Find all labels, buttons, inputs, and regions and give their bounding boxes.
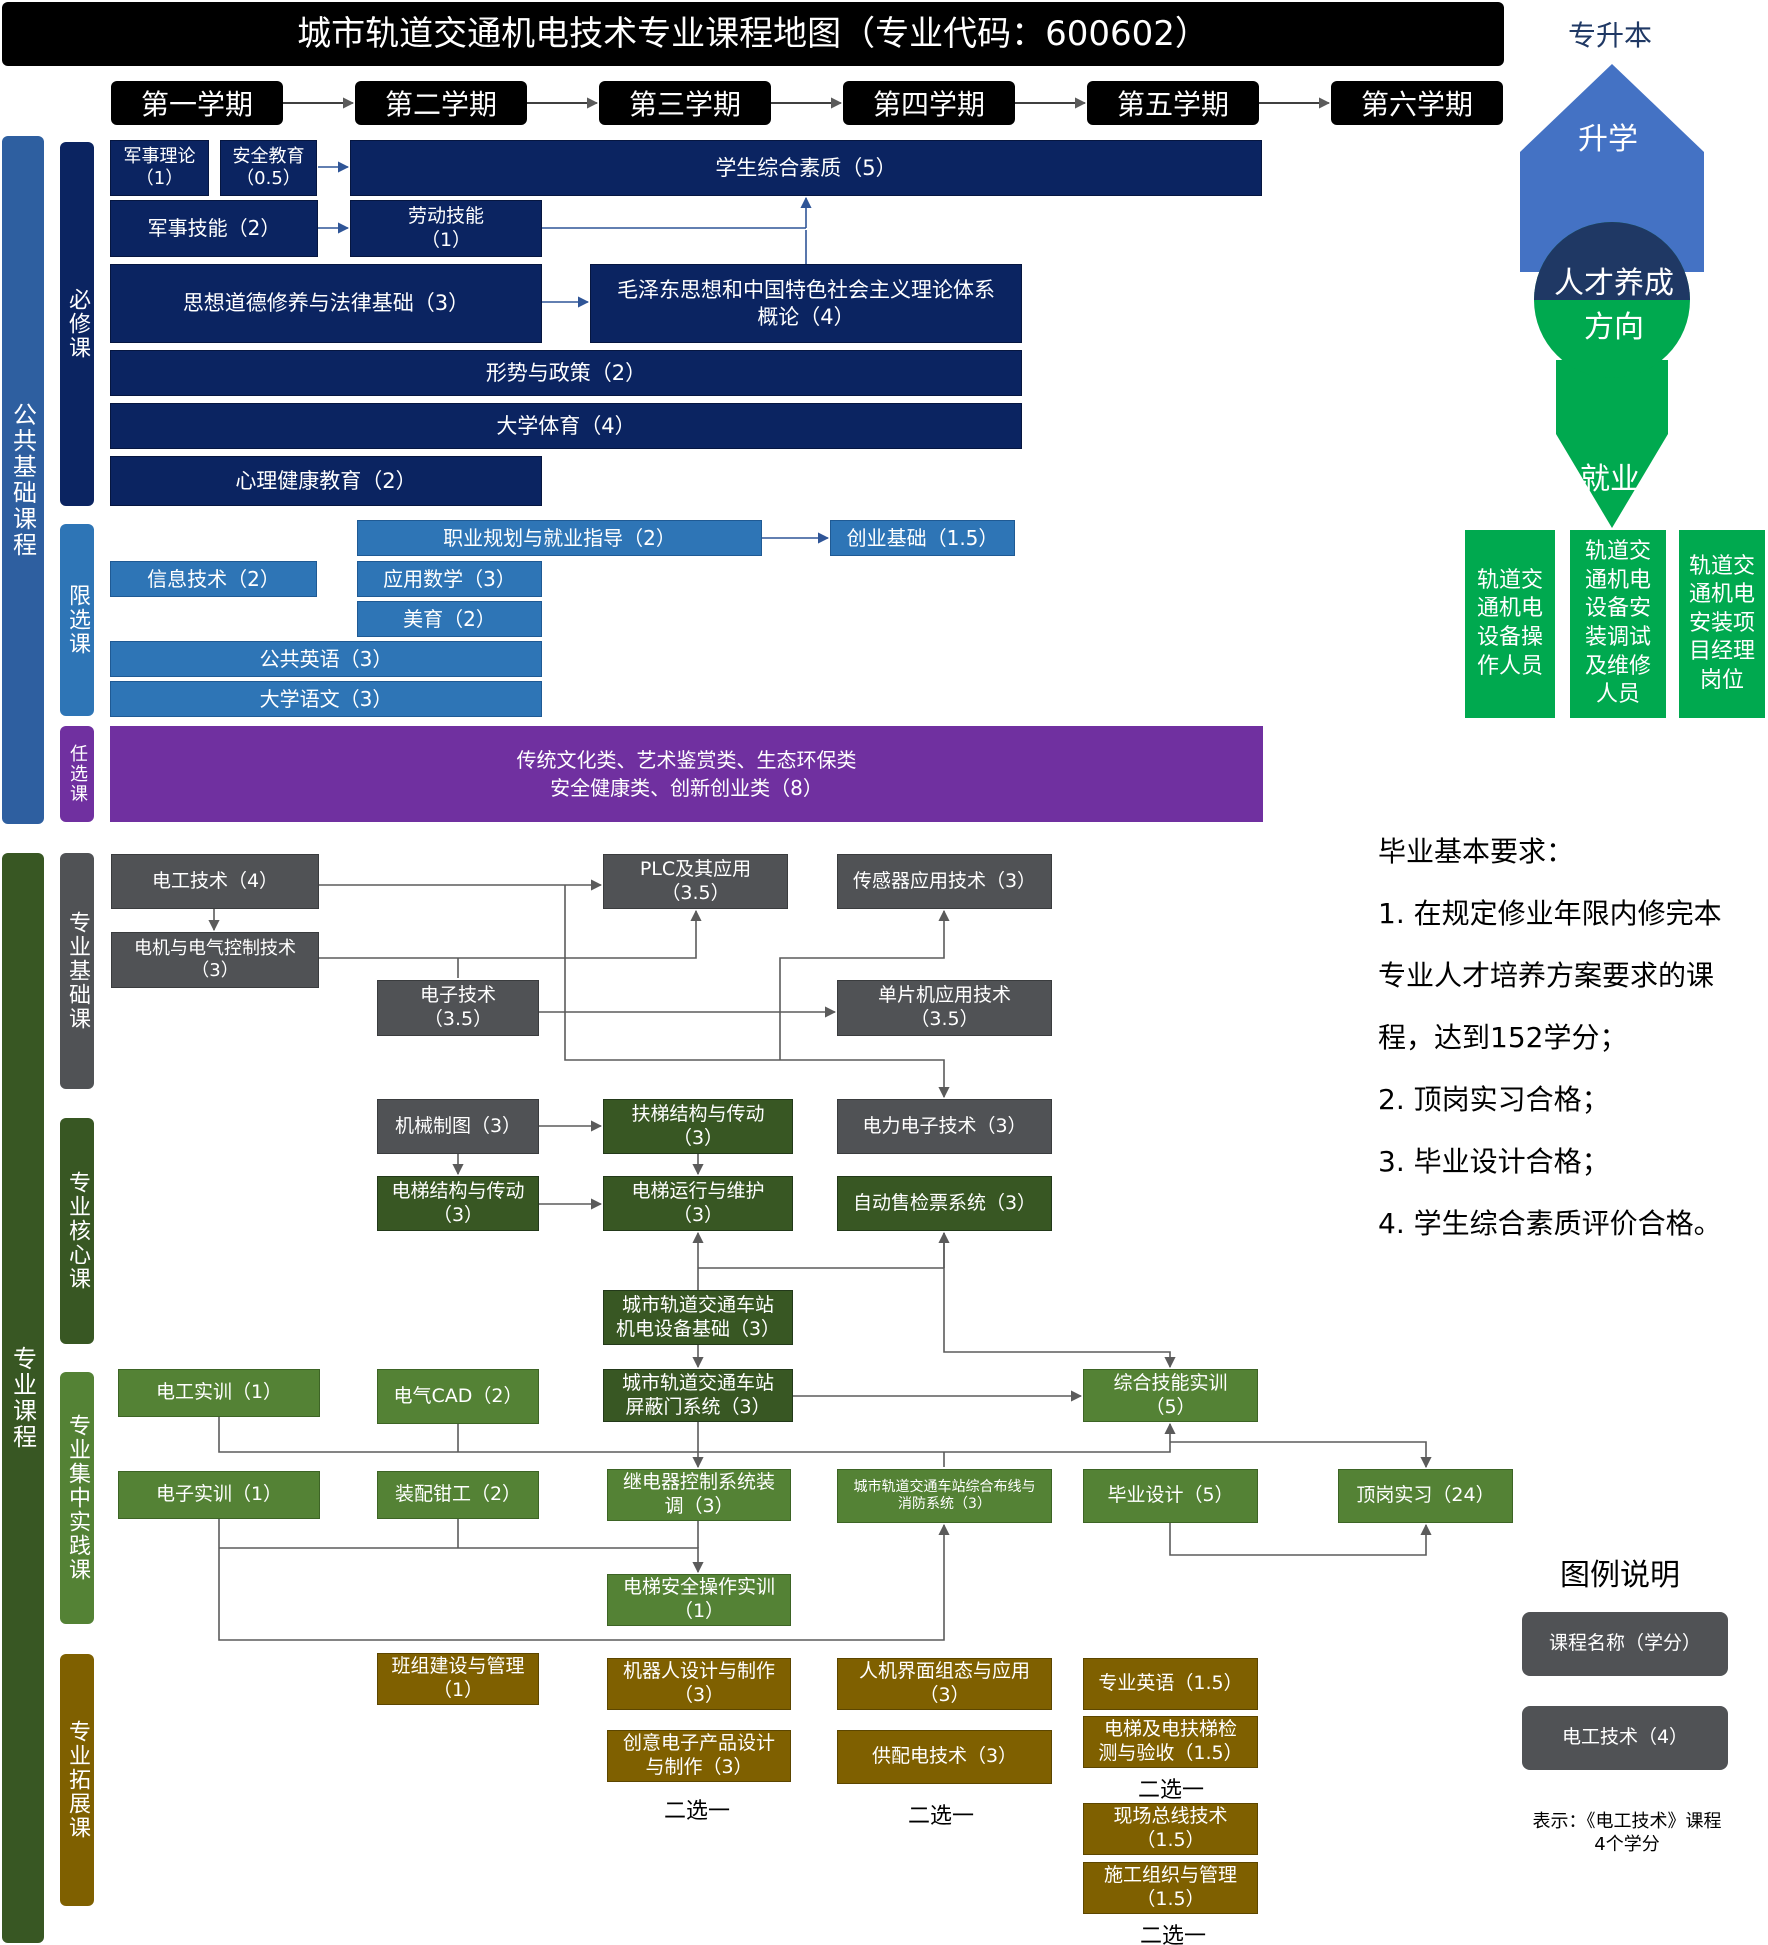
course-graduation-design: 毕业设计（5） <box>1083 1469 1258 1523</box>
category-elective: 任选课 <box>60 726 94 822</box>
legend-title: 图例说明 <box>1560 1558 1680 1593</box>
course-power-supply: 供配电技术（3） <box>837 1730 1052 1784</box>
requirement-line: 4. 学生综合素质评价合格。 <box>1378 1207 1722 1240</box>
job-project-manager: 轨道交 通机电 安装项 目经理 岗位 <box>1677 528 1767 720</box>
direction-center-bottom: 方向 <box>1584 310 1644 345</box>
course-electronic-training: 电子实训（1） <box>118 1471 320 1519</box>
course-military-skill: 军事技能（2） <box>110 200 318 257</box>
course-mental-health: 心理健康教育（2） <box>110 456 542 506</box>
upgrade-label: 升学 <box>1578 122 1638 157</box>
course-team-management: 班组建设与管理 （1） <box>377 1653 539 1705</box>
category-public: 公共基础课程 <box>2 136 44 824</box>
course-moral-law: 思想道德修养与法律基础（3） <box>110 264 542 343</box>
job-installer: 轨道交 通机电 设备安 装调试 及维修 人员 <box>1568 528 1668 720</box>
category-professional: 专业课程 <box>2 853 44 1943</box>
course-electrician-tech: 电工技术（4） <box>111 854 319 909</box>
category-prof-core: 专业核心课 <box>60 1118 94 1344</box>
semester-1: 第一学期 <box>111 81 283 125</box>
category-prof-basic: 专业基础课 <box>60 853 94 1089</box>
course-afc-system: 自动售检票系统（3） <box>837 1176 1052 1231</box>
choose-one-label: 二选一 <box>664 1799 731 1824</box>
job-operator: 轨道交 通机电 设备操 作人员 <box>1463 528 1557 720</box>
semester-6: 第六学期 <box>1331 81 1503 125</box>
semester-2: 第二学期 <box>355 81 527 125</box>
course-electives: 传统文化类、艺术鉴赏类、生态环保类 安全健康类、创新创业类（8） <box>110 726 1263 822</box>
category-prof-extend: 专业拓展课 <box>60 1654 94 1906</box>
course-robot-design: 机器人设计与制作 （3） <box>607 1658 791 1710</box>
page-title: 城市轨道交通机电技术专业课程地图（专业代码：600602） <box>2 2 1504 66</box>
course-sensor-tech: 传感器应用技术（3） <box>837 854 1052 909</box>
legend-sample-2: 电工技术（4） <box>1522 1706 1728 1770</box>
course-mech-drawing: 机械制图（3） <box>377 1099 539 1154</box>
category-limited: 限选课 <box>60 524 94 716</box>
requirement-line: 2. 顶岗实习合格； <box>1378 1083 1610 1116</box>
course-college-pe: 大学体育（4） <box>110 403 1022 449</box>
course-prof-english: 专业英语（1.5） <box>1083 1658 1258 1710</box>
direction-center-top: 人才养成 <box>1554 266 1674 301</box>
course-station-equipment: 城市轨道交通车站 机电设备基础（3） <box>603 1290 793 1345</box>
course-career-planning: 职业规划与就业指导（2） <box>357 520 762 556</box>
requirement-line: 1. 在规定修业年限内修完本 <box>1378 897 1722 930</box>
course-fitter-training: 装配钳工（2） <box>377 1471 539 1519</box>
semester-3: 第三学期 <box>599 81 771 125</box>
legend-sample-1: 课程名称（学分） <box>1522 1612 1728 1676</box>
course-safety-education: 安全教育 （0.5） <box>220 140 317 196</box>
requirements-title: 毕业基本要求： <box>1378 835 1575 868</box>
course-comprehensive-training: 综合技能实训 （5） <box>1083 1369 1258 1422</box>
employment-label: 就业 <box>1580 462 1640 497</box>
course-motor-control: 电机与电气控制技术 （3） <box>111 932 319 988</box>
course-situation-policy: 形势与政策（2） <box>110 350 1022 396</box>
course-hmi: 人机界面组态与应用 （3） <box>837 1658 1052 1710</box>
course-relay-control: 继电器控制系统装 调（3） <box>607 1469 791 1521</box>
requirement-line: 程，达到152学分； <box>1378 1021 1628 1054</box>
requirement-line: 3. 毕业设计合格； <box>1378 1145 1610 1178</box>
course-military-theory: 军事理论 （1） <box>110 140 209 196</box>
course-creative-electronics: 创意电子产品设计 与制作（3） <box>607 1730 791 1782</box>
legend-note: 表示：《电工技术》课程 4个学分 <box>1532 1811 1722 1856</box>
semester-5: 第五学期 <box>1087 81 1259 125</box>
course-elevator-safety: 电梯安全操作实训 （1） <box>607 1574 791 1626</box>
category-required: 必修课 <box>60 142 94 506</box>
semester-4: 第四学期 <box>843 81 1015 125</box>
choose-one-label: 二选一 <box>1140 1924 1207 1945</box>
course-power-electronics: 电力电子技术（3） <box>837 1099 1052 1154</box>
course-electrical-cad: 电气CAD（2） <box>377 1369 539 1424</box>
course-electronic-tech: 电子技术 （3.5） <box>377 980 539 1036</box>
course-startup-basics: 创业基础（1.5） <box>830 520 1015 556</box>
course-mcu-tech: 单片机应用技术 （3.5） <box>837 980 1052 1036</box>
course-fieldbus: 现场总线技术 （1.5） <box>1083 1803 1258 1855</box>
course-elevator-structure: 电梯结构与传动 （3） <box>377 1176 539 1231</box>
course-escalator-structure: 扶梯结构与传动 （3） <box>603 1099 793 1154</box>
upgrade-arrow <box>1520 64 1704 272</box>
course-college-chinese: 大学语文（3） <box>110 681 542 717</box>
choose-one-label: 二选一 <box>1138 1778 1205 1803</box>
course-aesthetics: 美育（2） <box>357 601 542 637</box>
category-prof-practice: 专业集中实践课 <box>60 1372 94 1624</box>
course-public-english: 公共英语（3） <box>110 641 542 677</box>
course-student-quality: 学生综合素质（5） <box>350 140 1262 196</box>
upgrade-title: 专升本 <box>1568 19 1653 52</box>
course-mao-theory: 毛泽东思想和中国特色社会主义理论体系 概论（4） <box>590 264 1022 343</box>
course-elevator-operation: 电梯运行与维护 （3） <box>603 1176 793 1231</box>
course-plc: PLC及其应用 （3.5） <box>603 854 788 909</box>
employment-arrow <box>1556 360 1668 528</box>
course-platform-door: 城市轨道交通车站 屏蔽门系统（3） <box>603 1369 793 1422</box>
course-applied-math: 应用数学（3） <box>357 561 542 597</box>
course-electrician-training: 电工实训（1） <box>118 1369 320 1417</box>
choose-one-label: 二选一 <box>908 1804 975 1829</box>
course-labor-skill: 劳动技能 （1） <box>350 200 542 257</box>
requirement-line: 专业人才培养方案要求的课 <box>1378 959 1715 992</box>
course-wiring-fire: 城市轨道交通车站综合布线与 消防系统（3） <box>837 1469 1052 1523</box>
course-info-tech: 信息技术（2） <box>110 561 317 597</box>
course-construction-mgmt: 施工组织与管理 （1.5） <box>1083 1862 1258 1914</box>
course-internship: 顶岗实习（24） <box>1338 1469 1513 1523</box>
course-elevator-inspection: 电梯及电扶梯检 测与验收（1.5） <box>1083 1716 1258 1768</box>
